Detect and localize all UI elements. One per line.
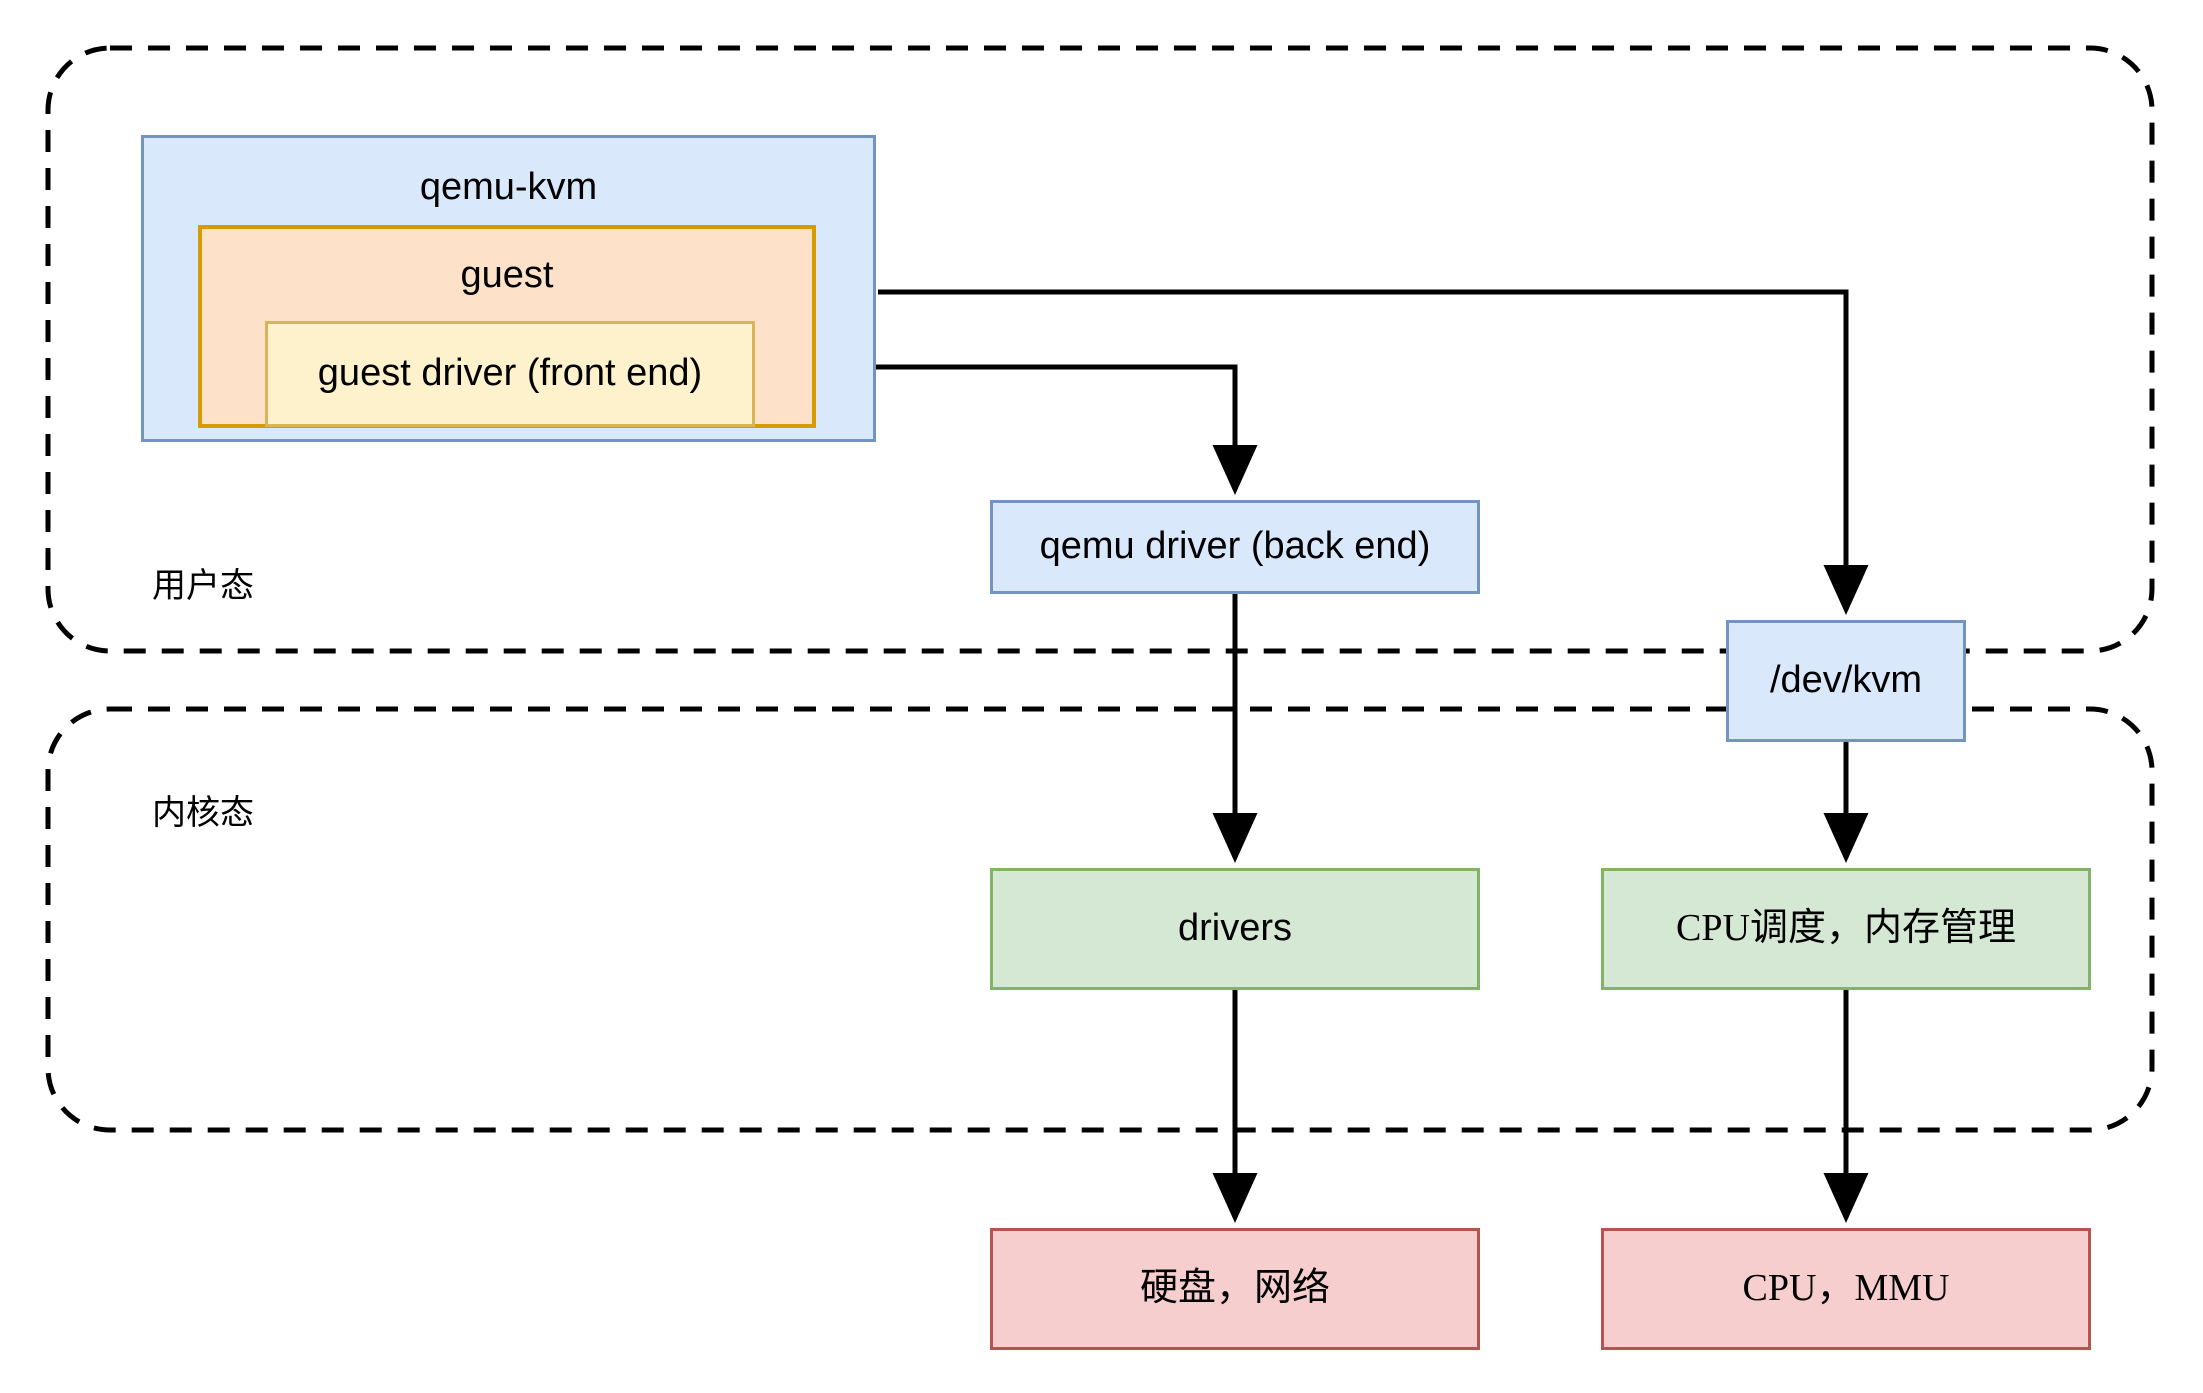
node-guest-driver-front-end[interactable]: guest driver (front end) <box>265 321 755 427</box>
user-mode-region <box>45 45 2155 654</box>
node-dev-kvm[interactable]: /dev/kvm <box>1726 620 1966 742</box>
edge-guest-driver-to-qemu-driver <box>755 364 1258 495</box>
node-drivers[interactable]: drivers <box>990 868 1480 990</box>
node-cpu-mmu[interactable]: CPU，MMU <box>1601 1228 2091 1350</box>
node-cpu-scheduling-memory-management[interactable]: CPU调度，内存管理 <box>1601 868 2091 990</box>
node-qemu-driver-back-end[interactable]: qemu driver (back end) <box>990 500 1480 594</box>
node-disk-network[interactable]: 硬盘，网络 <box>990 1228 1480 1350</box>
user-mode-label: 用户态 <box>152 568 254 605</box>
kernel-mode-label: 内核态 <box>152 795 254 832</box>
kernel-mode-region <box>45 706 2155 1133</box>
edge-guest-to-dev-kvm <box>878 289 1869 615</box>
